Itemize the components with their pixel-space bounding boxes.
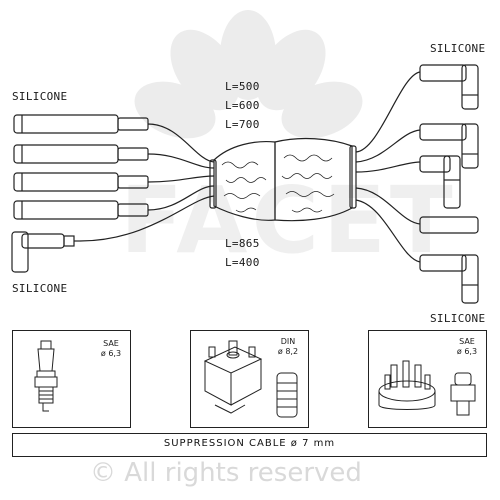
label-silicone-top-right: SILICONE xyxy=(430,42,486,55)
coil-standard: DIN xyxy=(280,337,296,346)
center-sleeve-left xyxy=(213,140,276,221)
length-label: L=865 xyxy=(225,237,260,250)
left-angled-boot xyxy=(11,231,80,273)
label-silicone-bottom-left: SILICONE xyxy=(12,282,68,295)
left-boot-1 xyxy=(13,114,149,134)
length-label: L=400 xyxy=(225,256,260,269)
length-label: L=600 xyxy=(225,99,260,112)
right-boot-2 xyxy=(419,123,479,169)
copyright-watermark: © All rights reserved xyxy=(90,458,362,488)
left-boot-2 xyxy=(13,144,149,164)
right-boot-3 xyxy=(419,155,461,209)
right-boot-1 xyxy=(419,64,479,110)
right-boot-5 xyxy=(419,254,479,304)
distributor-standard: SAE xyxy=(459,337,475,346)
distributor-diameter: ø 6,3 xyxy=(456,347,478,356)
left-boot-3 xyxy=(13,172,149,192)
spark-plug-box: SAE ø 6,3 xyxy=(12,330,131,428)
spark-plug-diameter: ø 6,3 xyxy=(100,349,122,358)
label-silicone-top-left: SILICONE xyxy=(12,90,68,103)
coil-diameter: ø 8,2 xyxy=(277,347,299,356)
right-boot-4 xyxy=(419,216,479,234)
length-label: L=700 xyxy=(225,118,260,131)
spark-plug-standard: SAE xyxy=(103,339,119,348)
label-silicone-bottom-right: SILICONE xyxy=(430,312,486,325)
distributor-box: SAE ø 6,3 xyxy=(368,330,487,428)
spark-plug-icon xyxy=(34,340,58,412)
length-label: L=500 xyxy=(225,80,260,93)
cable-set-drawing xyxy=(11,64,479,304)
ignition-coil-box: DIN ø 8,2 xyxy=(190,330,309,428)
center-sleeve-right xyxy=(274,137,353,222)
suppression-cable-text: SUPPRESSION CABLE ø 7 mm xyxy=(163,438,336,449)
ignition-coil-icon xyxy=(203,340,298,418)
left-boot-4 xyxy=(13,200,149,220)
suppression-cable-bar: SUPPRESSION CABLE ø 7 mm xyxy=(12,433,487,457)
distributor-cap-icon xyxy=(378,360,476,416)
